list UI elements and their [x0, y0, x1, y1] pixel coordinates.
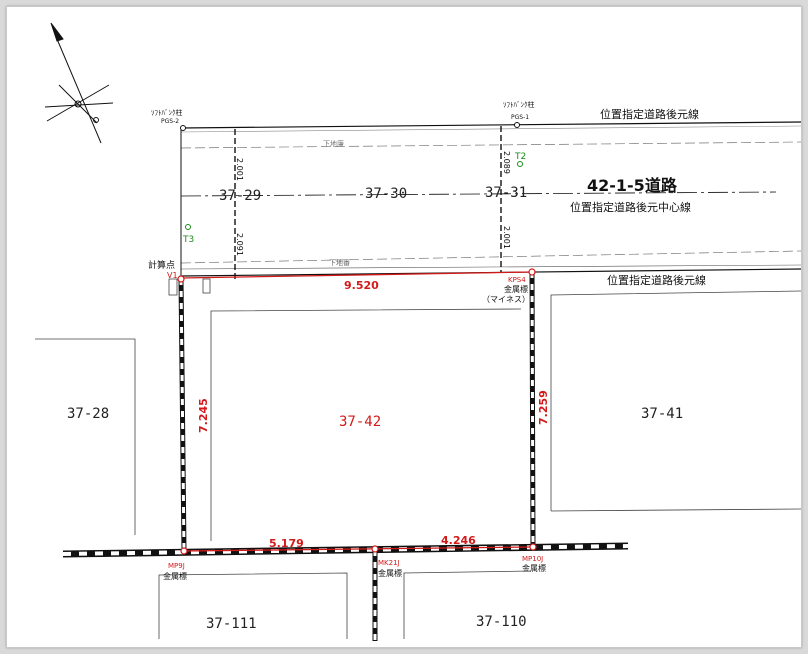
pole-right-code: PGS-1 [511, 114, 529, 121]
point-mp10j [529, 543, 537, 551]
target-t2-label: T2 [514, 152, 526, 162]
distance-top: 9.520 [344, 279, 379, 292]
parcel-37-41-outline [550, 290, 801, 511]
lot-37-41: 37-41 [641, 406, 683, 422]
point-mk21j-type: 金属標 [378, 568, 402, 578]
survey-drawing: 42-1-5道路 位置指定道路後元中心線 位置指定道路後元線 位置指定道路後元線… [6, 6, 802, 648]
lot-37-28: 37-28 [67, 406, 109, 422]
lot-37-31: 37-31 [485, 185, 527, 201]
road-back-line-bottom-label: 位置指定道路後元線 [607, 273, 706, 287]
point-v1-label: V1 [167, 271, 178, 280]
plat-map: 42-1-5道路 位置指定道路後元中心線 位置指定道路後元線 位置指定道路後元線… [35, 22, 801, 641]
distance-right: 7.259 [537, 390, 550, 425]
upper-drain-line [180, 141, 801, 149]
distance-road-b: 2.091 [235, 233, 244, 256]
lot-37-42: 37-42 [339, 414, 381, 430]
point-kps4 [528, 268, 536, 276]
point-kps4-note: （マイネス） [482, 295, 530, 304]
distance-road-a: 2.001 [235, 158, 244, 181]
road-name: 42-1-5道路 [587, 176, 678, 195]
distance-road-d: 2.001 [502, 226, 511, 249]
point-mk21j [371, 545, 379, 553]
target-t3-label: T3 [182, 235, 194, 245]
lot-37-30: 37-30 [365, 186, 407, 202]
point-mp9j-label: MP9J [168, 562, 185, 570]
calc-point-label: 計算点 [148, 259, 175, 271]
distance-bottom-left: 5.179 [269, 537, 304, 550]
road-center-line [180, 191, 777, 197]
point-v1 [177, 275, 185, 283]
parcel-37-28-outline [35, 338, 136, 535]
point-mp10j-label: MP10J [522, 555, 543, 563]
lower-drain-label: 下地番 [329, 258, 350, 267]
point-mp9j [180, 547, 188, 555]
distance-road-c: 2.089 [502, 151, 511, 174]
target-t3-icon [185, 224, 191, 230]
point-mp10j-type: 金属標 [522, 563, 546, 573]
lower-drain-line [180, 250, 801, 264]
distance-left: 7.245 [197, 398, 210, 433]
point-kps4-label: KPS4 [508, 276, 526, 284]
lot-37-29: 37-29 [219, 188, 261, 204]
pole-left-code: PGS-2 [161, 118, 179, 125]
pole-right-label: ｿﾌﾄﾊﾞﾝｸ柱 [503, 100, 535, 109]
point-kps4-type: 金属標 [504, 284, 528, 294]
survey-boundary-lines [62, 271, 629, 641]
lot-37-111: 37-111 [206, 616, 257, 632]
road-top-edge [180, 121, 801, 129]
lot-boundary [180, 271, 534, 552]
road-back-line-top-label: 位置指定道路後元線 [600, 107, 699, 121]
pole-left-label: ｿﾌﾄﾊﾞﾝｸ柱 [151, 108, 183, 117]
point-mp9j-type: 金属標 [163, 571, 187, 581]
north-arrow-icon [44, 22, 114, 144]
distance-bottom-right: 4.246 [441, 534, 476, 547]
target-t2-icon [517, 161, 523, 167]
point-mk21j-label: MK21J [378, 559, 400, 567]
lot-37-110: 37-110 [476, 614, 527, 630]
upper-drain-label: 下地廉 [323, 139, 344, 148]
road-center-line-label: 位置指定道路後元中心線 [570, 200, 691, 214]
